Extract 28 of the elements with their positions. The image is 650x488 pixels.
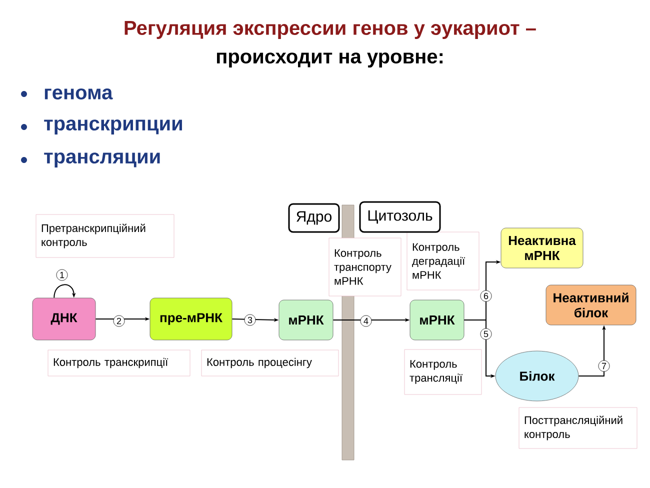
process-box: пре-мРНК	[150, 298, 232, 340]
arrow	[54, 284, 76, 298]
process-box: Неактивна мРНК	[500, 228, 584, 268]
subtitle: происходит на уровне:	[217, 52, 443, 68]
process-box: мРНК	[410, 300, 464, 340]
control-box: Контроль транспорту мРНК	[328, 238, 402, 296]
bullet-text: трансляции	[44, 152, 160, 168]
control-box: Посттрансляційний контроль	[518, 407, 638, 449]
dna-box: ДНК	[32, 298, 96, 340]
control-box: Претранскрипційний контроль	[36, 214, 174, 258]
edge-label: 3	[244, 314, 256, 326]
edge-label: 4	[360, 315, 372, 327]
edge-label: 5	[480, 328, 492, 340]
control-box: Контроль процесінгу	[201, 350, 339, 376]
process-box: мРНК	[278, 300, 334, 340]
process-box: Неактивний білок	[546, 284, 636, 326]
bullet-text: генома	[44, 88, 113, 100]
edge-label: 6	[480, 290, 492, 302]
edge-label: 2	[113, 315, 125, 327]
bullet-text: транскрипции	[44, 120, 182, 134]
control-box: Контроль деградації мРНК	[406, 232, 480, 290]
control-box: Контроль транскрипції	[48, 350, 190, 376]
edge-label: 1	[56, 269, 68, 281]
title: Регуляция экспрессии генов у эукариот –	[124, 21, 536, 39]
control-box: Контроль трансляції	[404, 349, 482, 395]
edge-label: 7	[598, 360, 610, 372]
region-label-box: Цитозоль	[359, 201, 441, 233]
region-label-box: Ядро	[288, 203, 340, 233]
